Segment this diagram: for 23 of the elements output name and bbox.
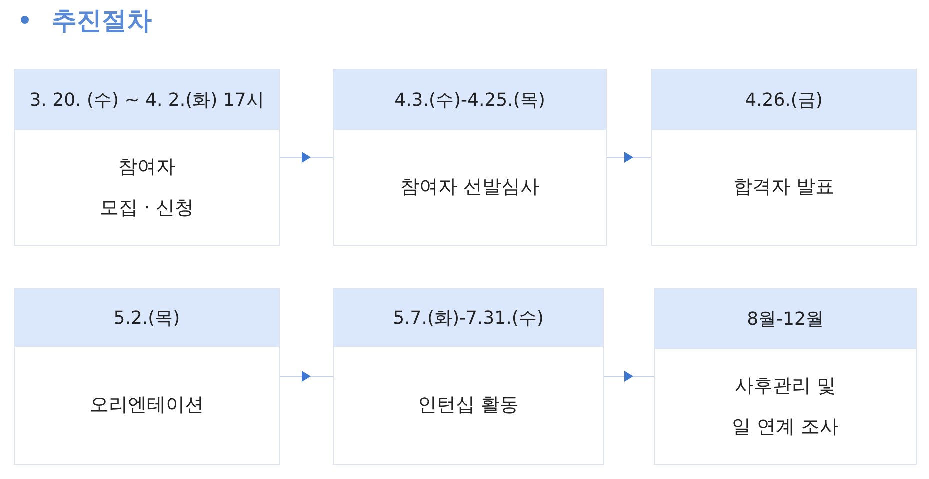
arrow [604,371,654,382]
arrow [280,152,334,163]
date-header: 3. 20. (수) ~ 4. 2.(화) 17시 [15,70,279,130]
step-label: 참여자 선발심사 [400,175,540,200]
step-card [654,288,917,465]
step-card [651,69,917,246]
date-header: 5.7.(화)-7.31.(수) [334,289,603,347]
arrow [280,371,334,382]
step-card [333,288,604,465]
date-header: 4.26.(금) [652,70,916,130]
step-label: 오리엔테이션 [90,393,204,418]
date-header: 5.2.(목) [15,289,279,347]
step-label: 참여자 모집 · 신청 [100,154,194,220]
step-label: 인턴십 활동 [418,393,520,418]
date-header: 8월-12월 [655,289,916,349]
step-card [14,288,280,465]
date-header: 4.3.(수)-4.25.(목) [334,70,606,130]
step-card [333,69,607,246]
section-title: 추진절차 [52,5,152,37]
arrow [606,152,652,163]
step-label: 사후관리 및 일 연계 조사 [732,374,840,440]
step-label: 합격자 발표 [733,175,835,200]
step-card [14,69,280,246]
